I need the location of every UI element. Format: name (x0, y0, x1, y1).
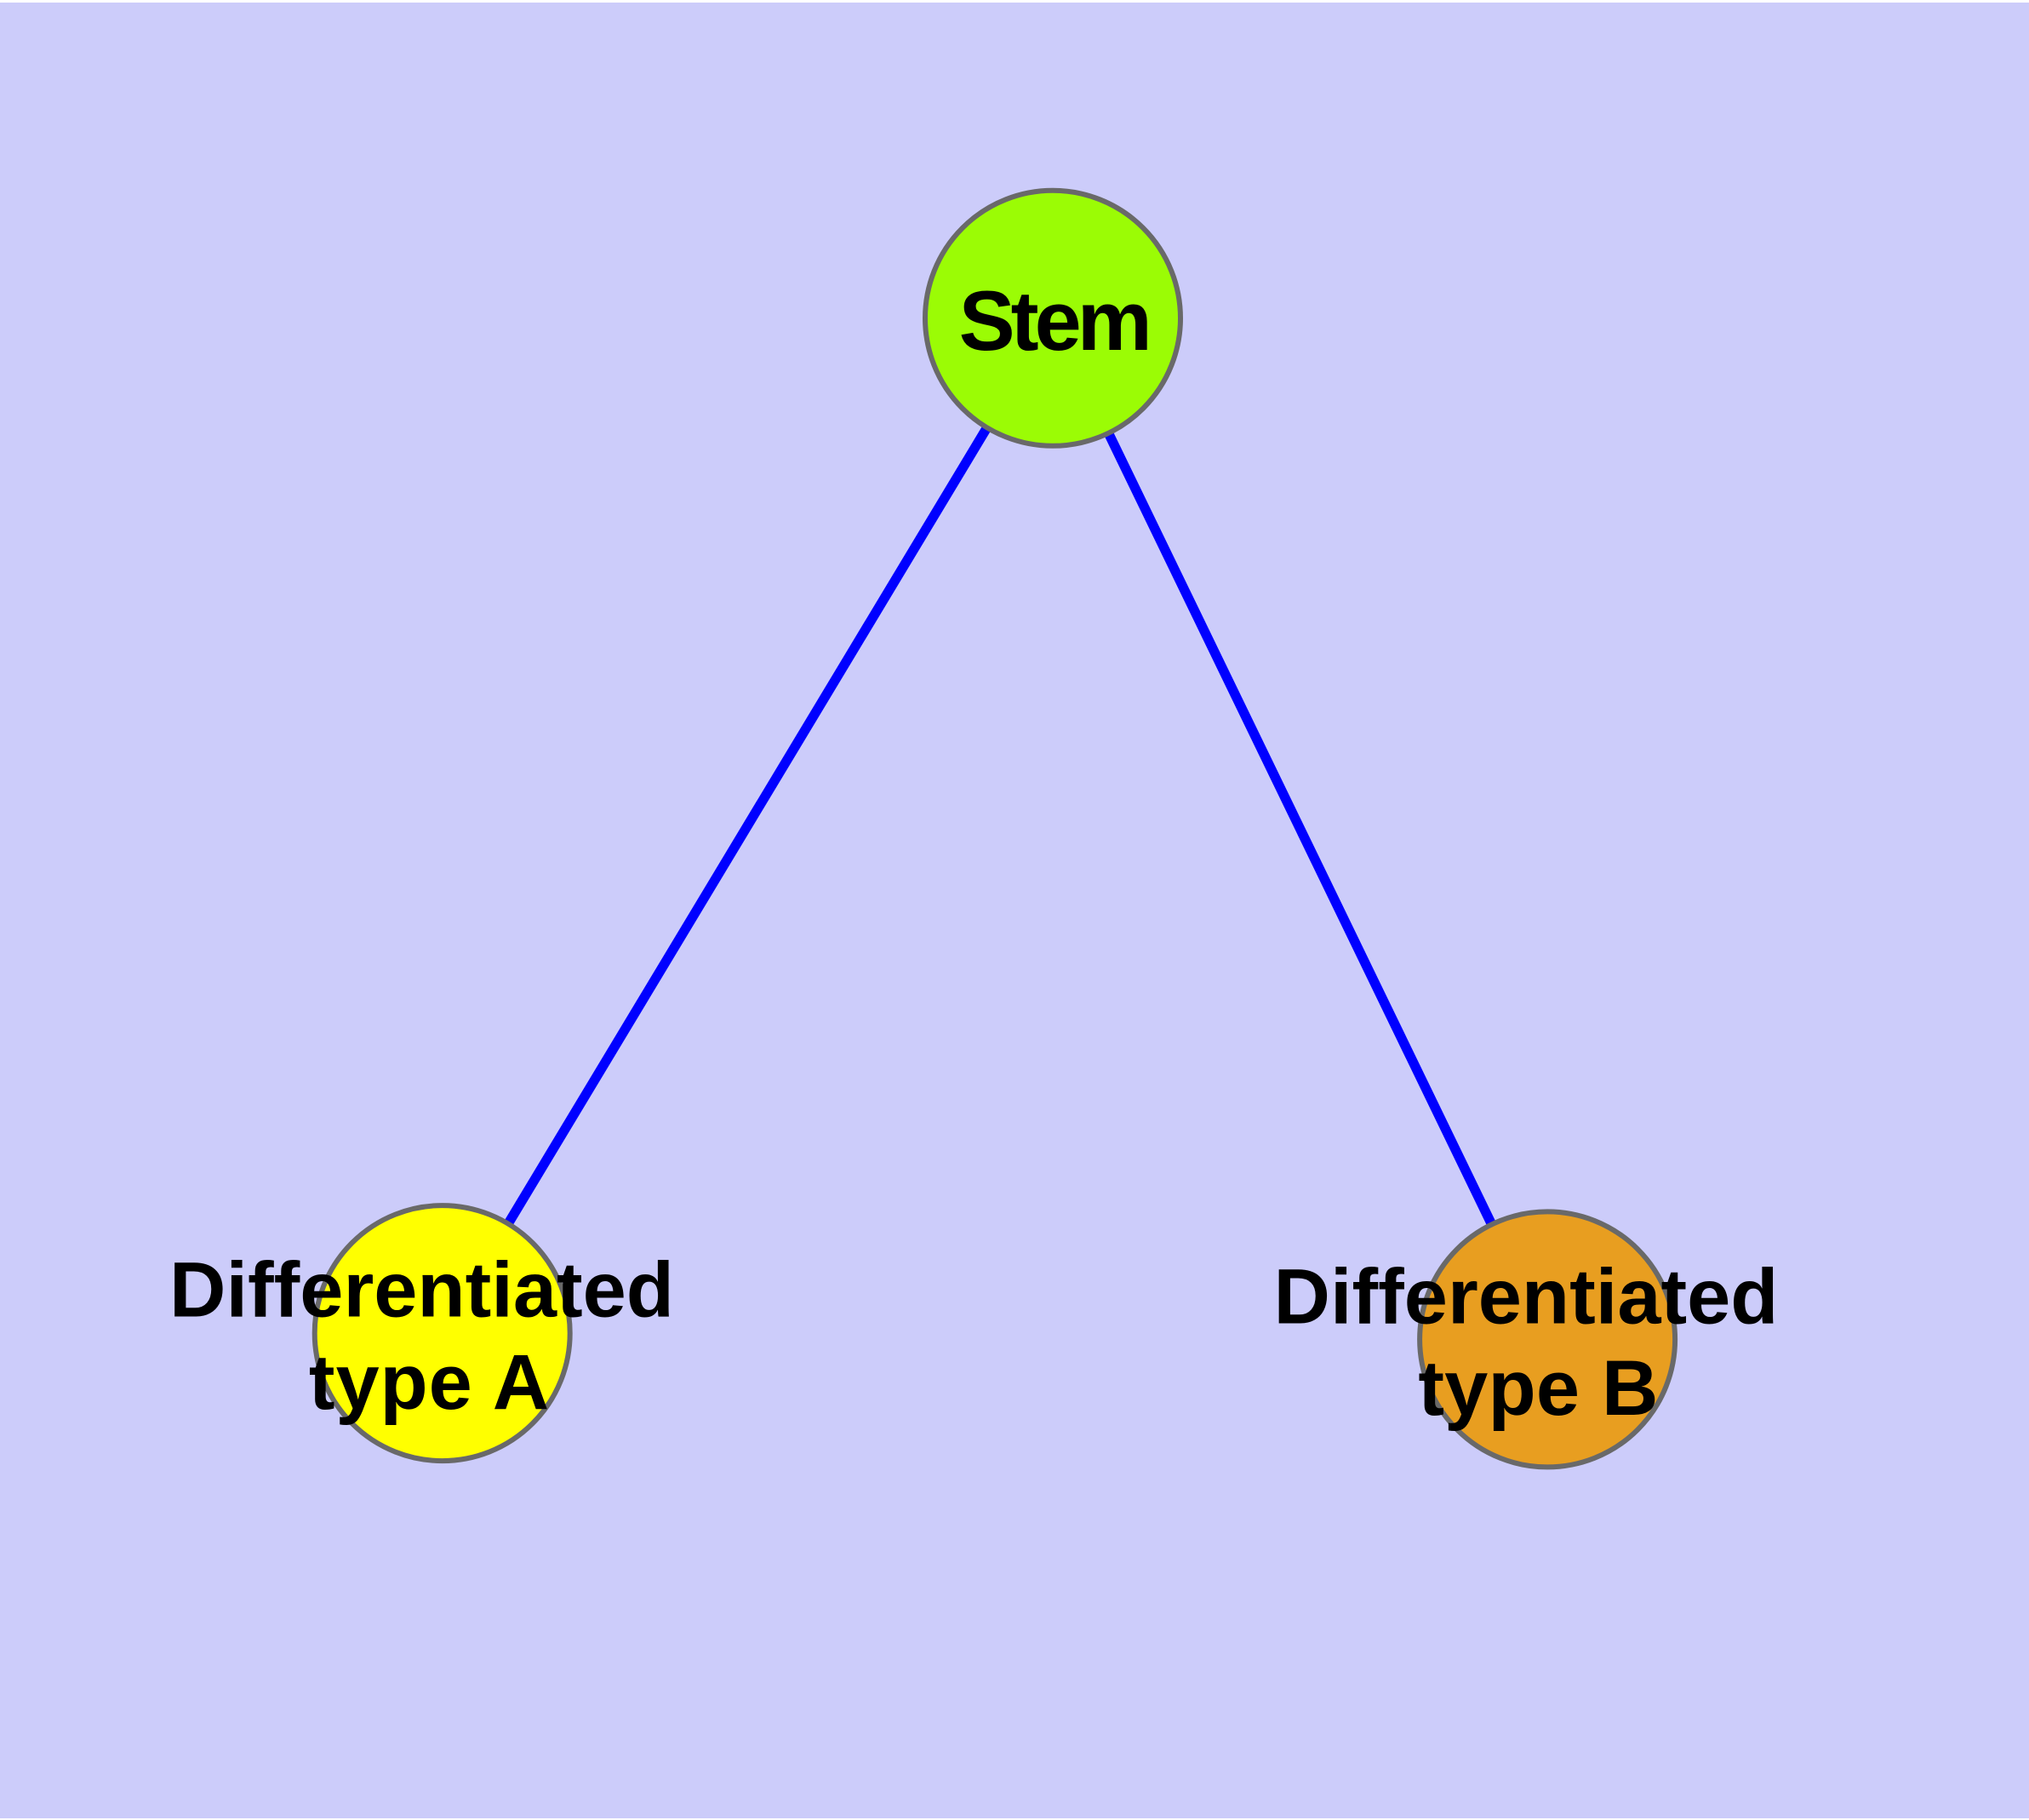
svg-text:Stem: Stem (959, 273, 1148, 368)
svg-text:Differentiated: Differentiated (169, 1246, 674, 1333)
svg-text:type B: type B (1418, 1345, 1658, 1432)
svg-text:type A: type A (309, 1339, 550, 1426)
svg-text:Differentiated: Differentiated (1274, 1253, 1779, 1340)
